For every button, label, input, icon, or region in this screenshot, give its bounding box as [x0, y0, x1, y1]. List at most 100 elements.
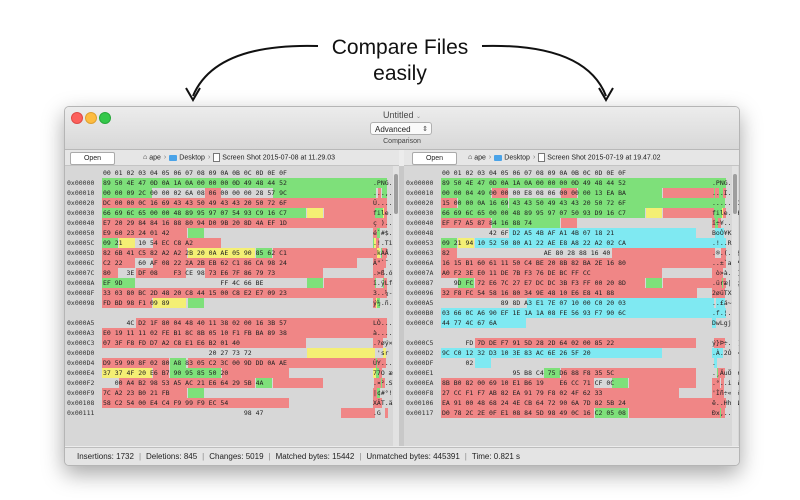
row-offset: 0x00096 [406, 289, 434, 297]
row-offset: 0x00040 [406, 219, 434, 227]
row-ascii: .?øý×¢Èáæ².@ [373, 339, 399, 347]
diff-highlight [170, 358, 187, 368]
diff-highlight [441, 198, 458, 208]
right-open-button[interactable]: Open [412, 152, 457, 165]
diff-highlight [663, 278, 714, 288]
crumb-user[interactable]: ape [474, 154, 486, 162]
ascii-highlight [373, 388, 377, 398]
pane-divider[interactable] [399, 166, 404, 446]
right-hex-pane[interactable]: 00 01 02 03 04 05 06 07 08 09 0A 0B 0C 0… [404, 166, 739, 446]
diff-highlight [458, 198, 509, 208]
diff-highlight [341, 408, 375, 418]
chevron-updown-icon: ⇕ [422, 126, 428, 133]
diff-highlight [560, 188, 577, 198]
row-offset: 0x00030 [67, 209, 95, 217]
ascii-highlight [373, 198, 387, 208]
row-ascii: . [712, 359, 716, 367]
row-hex-bytes: 09 21 94 10 52 50 80 A1 22 AE E8 A8 22 A… [442, 239, 626, 247]
minimize-button[interactable] [85, 112, 97, 124]
crumb-folder[interactable]: Desktop [504, 154, 530, 162]
row-ascii: 'Ìñ÷«.ê.yø.Ob3 [712, 389, 739, 397]
row-ascii: .PNG........IHDR [712, 179, 739, 187]
row-ascii: .¸ÄuÖ.ø5\ [712, 369, 739, 377]
row-hex-bytes: 66 69 6C 65 00 00 48 89 95 97 07 54 93 C… [103, 209, 287, 217]
row-ascii: .PNG........IHDR [373, 179, 399, 187]
ascii-highlight [712, 208, 722, 218]
diff-highlight [273, 188, 375, 198]
headline-line1: Compare Files [331, 36, 469, 59]
diff-highlight [441, 308, 714, 318]
right-scrollbar-thumb[interactable] [733, 174, 737, 214]
row-offset: 0x0008A [67, 279, 95, 287]
crumb-file[interactable]: Screen Shot 2015-07-08 at 11.29.03 [222, 154, 336, 162]
row-ascii: à....þ±......ñû.8 [373, 329, 399, 337]
row-offset: 0x00030 [406, 209, 434, 217]
zoom-button[interactable] [99, 112, 111, 124]
unmatched-bytes: Unmatched bytes: 445391 [366, 452, 460, 461]
ascii-highlight [373, 368, 376, 378]
diff-highlight [102, 388, 187, 398]
row-offset: 0x000A5 [406, 299, 434, 307]
right-arrow-icon [481, 44, 614, 102]
ascii-highlight [373, 178, 387, 188]
ascii-highlight [713, 198, 716, 208]
ascii-highlight [382, 248, 387, 258]
diff-highlight [102, 258, 136, 268]
row-hex-bytes: 66 69 6C 65 00 00 48 89 95 97 07 50 93 D… [442, 209, 626, 217]
ascii-highlight [712, 318, 716, 328]
diff-highlight [441, 408, 594, 418]
ascii-highlight [723, 278, 726, 288]
crumb-file[interactable]: Screen Shot 2015-07-19 at 19.47.02 [547, 154, 661, 162]
diff-highlight [255, 378, 272, 388]
row-hex-bytes: 8B B0 82 00 69 10 E1 B6 19 E6 CC 71 CF 0… [442, 379, 615, 387]
row-ascii: DwLgj [712, 319, 732, 327]
diff-highlight [221, 368, 290, 378]
row-offset: 0x00050 [67, 229, 95, 237]
document-icon [538, 153, 546, 162]
insertions-count: Insertions: 1732 [77, 452, 134, 461]
row-offset: 0x000F8 [406, 389, 434, 397]
row-hex-bytes: D9 59 90 8F 02 80 A8 83 05 C2 3C 00 9D D… [103, 359, 287, 367]
diff-highlight [629, 378, 697, 388]
row-hex-bytes: D0 78 2C 2E 0F E1 08 84 5D 98 49 0C 16 C… [442, 409, 626, 417]
right-scrollbar[interactable] [732, 166, 738, 446]
row-hex-bytes: 02 [442, 359, 474, 367]
crumb-user[interactable]: ape [149, 154, 161, 162]
row-offset: 0x000C3 [67, 339, 95, 347]
left-scrollbar[interactable] [393, 166, 399, 446]
ascii-highlight [384, 278, 387, 288]
row-hex-bytes: A0 F2 3E E0 11 DE 7B F3 76 DE BC FF CC [442, 269, 591, 277]
ascii-highlight [719, 188, 723, 198]
ascii-highlight [712, 268, 723, 278]
diff-highlight [102, 278, 136, 288]
row-ascii: Ü....iCCPICC Pro [373, 199, 399, 207]
row-offset: 0x00106 [406, 399, 434, 407]
ascii-highlight [721, 408, 725, 418]
row-offset: 0x0006A [406, 259, 434, 267]
ascii-highlight [373, 248, 377, 258]
mode-select[interactable]: Advanced⇕ [370, 122, 432, 135]
row-ascii: .À.2Ó.>.¬n&_ [712, 349, 739, 357]
ascii-highlight [723, 188, 726, 198]
ascii-highlight [712, 378, 720, 388]
left-hex-pane[interactable]: 00 01 02 03 04 05 06 07 08 09 0A 0B 0C 0… [65, 166, 399, 446]
crumb-folder[interactable]: Desktop [179, 154, 205, 162]
row-ascii: .!.TìÈ¢ [373, 239, 399, 247]
left-open-button[interactable]: Open [70, 152, 115, 165]
row-hex-bytes: 27 CC F1 F7 AB 82 EA 91 79 F8 02 4F 62 3… [442, 389, 603, 397]
folder-icon [169, 154, 178, 161]
diff-highlight [102, 338, 307, 348]
row-hex-bytes: 7C A2 23 B0 21 FB [103, 389, 170, 397]
left-scrollbar-thumb[interactable] [394, 174, 398, 214]
row-hex-bytes: 9D FC 72 E6 7C 27 E7 DC DC 3B F3 FF 00 2… [442, 279, 626, 287]
close-button[interactable] [71, 112, 83, 124]
window-title[interactable]: Untitled ⌄ [382, 110, 422, 120]
row-offset: 0x00020 [67, 199, 95, 207]
row-hex-bytes: 15 00 00 0A 16 69 43 43 50 49 43 43 20 5… [442, 199, 626, 207]
status-bar: Insertions: 1732|Deletions: 845|Changes:… [65, 447, 739, 465]
diff-highlight [273, 378, 324, 388]
row-offset: 0x0006C [67, 259, 95, 267]
row-hex-bytes: E0 19 11 11 02 FE B1 8C 8B 05 10 F1 FB B… [103, 329, 287, 337]
row-hex-bytes: 58 C2 54 00 E4 C4 F9 99 F9 EC 54 [103, 399, 229, 407]
diff-highlight [629, 408, 714, 418]
